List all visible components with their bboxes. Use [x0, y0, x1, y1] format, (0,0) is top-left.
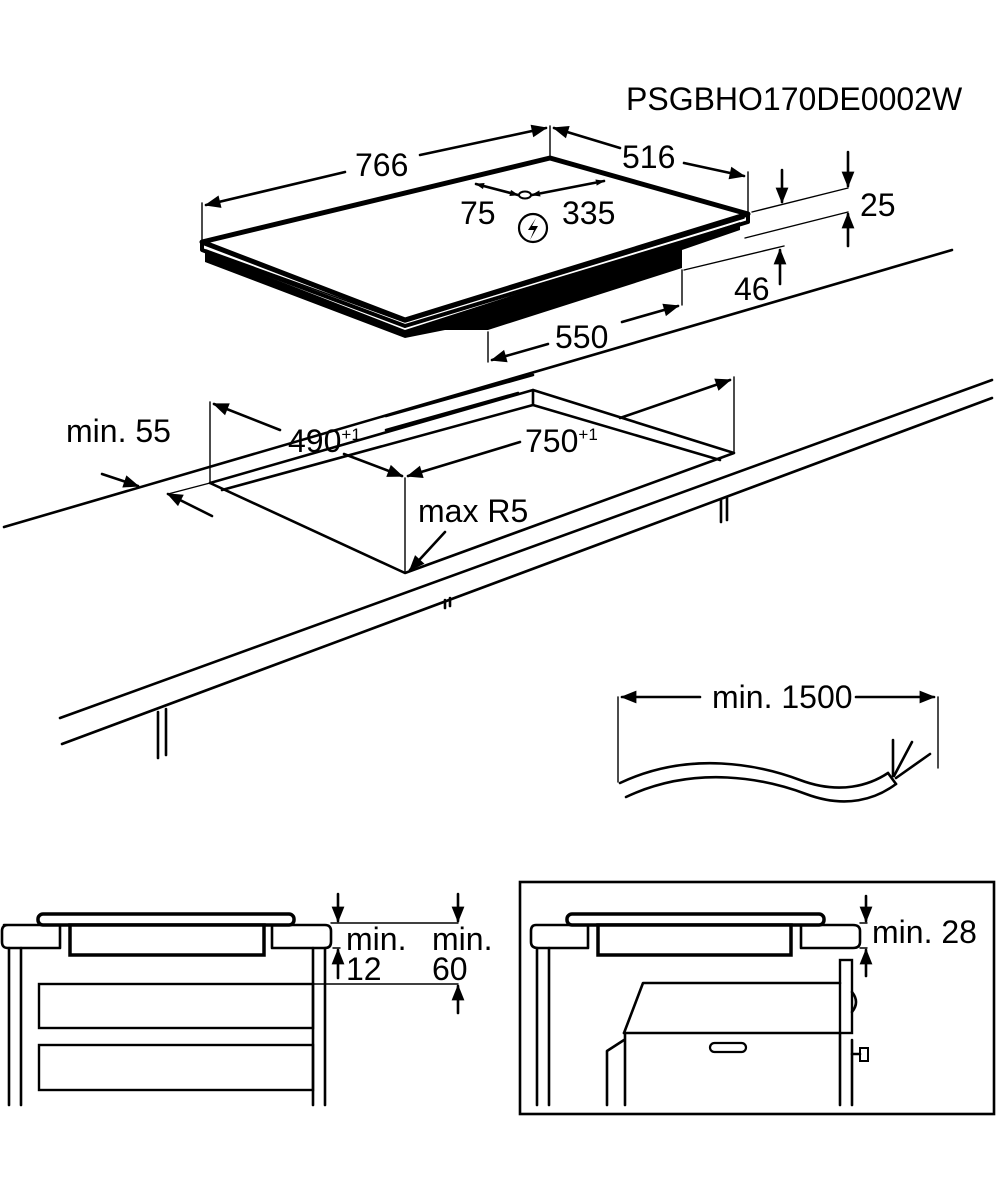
- dim-total-height: 46: [734, 271, 770, 307]
- worktop-cutout: [2, 248, 994, 760]
- hob-dimensions: 766 516 75 335 25 46 550: [201, 124, 896, 363]
- dim-glass-height: 25: [860, 187, 896, 223]
- hob-glass-top: [199, 155, 751, 323]
- cable-illustration: min. 1500: [617, 679, 939, 803]
- dim-socket-left: 75: [460, 195, 496, 231]
- section-oven: min. 28: [518, 880, 996, 1116]
- dim-hob-depth: 516: [622, 139, 675, 175]
- clearance-min-28: min. 28: [872, 914, 977, 950]
- hob-body: [205, 222, 740, 338]
- dim-cutout-depth: 490+1: [288, 423, 361, 459]
- dim-body-width: 550: [555, 319, 608, 355]
- clearance-value-60: 60: [432, 951, 468, 987]
- clearance-label-60: min.: [432, 921, 492, 957]
- dim-corner-radius: max R5: [418, 493, 528, 529]
- dim-socket-right: 335: [562, 195, 615, 231]
- cutout-dimensions: 490+1 750+1 min. 55 max R5: [66, 376, 735, 574]
- cable-entry-hole: [518, 190, 532, 200]
- section-drawers: min. 12 min. 60: [0, 892, 492, 1107]
- dim-hob-width: 766: [355, 147, 408, 183]
- hob-isometric: [199, 155, 751, 338]
- clearance-label-12: min.: [346, 921, 406, 957]
- dim-cable-length: min. 1500: [712, 679, 853, 715]
- drawing-code: PSGBHO170DE0002W: [626, 81, 963, 117]
- dim-edge-distance: min. 55: [66, 413, 171, 449]
- clearance-value-12: 12: [346, 951, 382, 987]
- electric-hazard-icon: [517, 212, 549, 244]
- dim-cutout-width: 750+1: [525, 423, 598, 459]
